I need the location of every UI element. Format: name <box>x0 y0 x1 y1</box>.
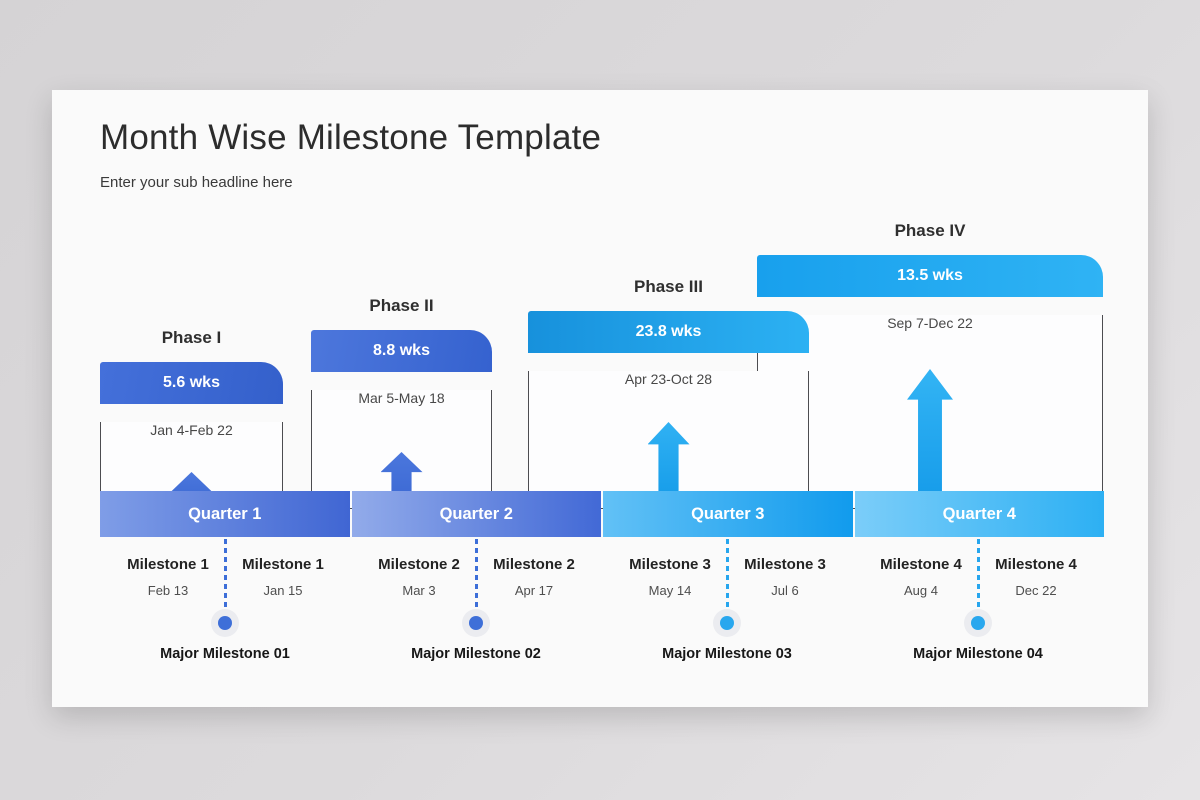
milestone-date: Jan 15 <box>263 583 303 598</box>
milestone-name: Milestone 4 <box>995 556 1077 573</box>
phase-title: Phase I <box>161 328 222 347</box>
milestone-connector-line <box>725 539 729 609</box>
quarter-label: Quarter 1 <box>188 504 262 523</box>
quarter-segment-3: Quarter 3 <box>603 491 853 537</box>
milestone-name: Milestone 3 <box>744 556 826 573</box>
phase-body: Sep 7-Dec 22 <box>757 315 1103 509</box>
phase-body: Apr 23-Oct 28 <box>528 371 809 509</box>
phase-duration-label: 5.6 wks <box>163 374 220 391</box>
milestone-name: Milestone 2 <box>493 556 575 573</box>
phase-duration-bar: 8.8 wks <box>311 330 492 372</box>
milestone-right: Milestone 1 Jan 15 <box>226 556 340 598</box>
milestone-date: Jul 6 <box>771 583 799 598</box>
milestone-right: Milestone 4 Dec 22 <box>979 556 1093 598</box>
phase-duration-bar: 23.8 wks <box>528 311 809 353</box>
quarter-segment-4: Quarter 4 <box>854 491 1104 537</box>
milestone-date: Aug 4 <box>904 583 938 598</box>
phase-card-1: Phase I 5.6 wks Jan 4-Feb 22 <box>100 328 283 509</box>
milestone-right: Milestone 2 Apr 17 <box>477 556 591 598</box>
phase-card-2: Phase II 8.8 wks Mar 5-May 18 <box>311 296 492 509</box>
quarter-label: Quarter 3 <box>691 504 765 523</box>
page-title: Month Wise Milestone Template <box>100 118 602 157</box>
milestone-date: Mar 3 <box>402 583 436 598</box>
phase-title: Phase III <box>634 277 703 296</box>
major-milestone-label: Major Milestone 04 <box>913 646 1043 662</box>
phase-duration-bar: 5.6 wks <box>100 362 283 404</box>
milestone-left: Milestone 3 May 14 <box>614 556 726 598</box>
milestone-name: Milestone 1 <box>127 556 209 573</box>
major-milestone-label: Major Milestone 03 <box>662 646 792 662</box>
milestone-connector-line <box>474 539 478 609</box>
milestone-dot <box>971 616 985 630</box>
milestone-date: Feb 13 <box>147 583 189 598</box>
milestone-dot <box>469 616 483 630</box>
quarter-segment-1: Quarter 1 <box>100 491 350 537</box>
milestone-dot <box>720 616 734 630</box>
phase-duration-label: 8.8 wks <box>373 342 430 359</box>
milestone-name: Milestone 2 <box>378 556 460 573</box>
quarter-segment-2: Quarter 2 <box>351 491 601 537</box>
milestone-name: Milestone 1 <box>242 556 324 573</box>
milestone-right: Milestone 3 Jul 6 <box>728 556 842 598</box>
phase-date-range: Mar 5-May 18 <box>358 390 445 406</box>
phase-duration-label: 23.8 wks <box>635 323 702 340</box>
phase-date-range: Jan 4-Feb 22 <box>150 422 233 438</box>
phase-body: Mar 5-May 18 <box>311 390 492 509</box>
phase-title: Phase IV <box>894 221 966 240</box>
phase-date-range: Sep 7-Dec 22 <box>887 315 973 331</box>
milestone-dot <box>218 616 232 630</box>
phase-duration-label: 13.5 wks <box>897 267 963 284</box>
milestone-date: Apr 17 <box>514 583 554 598</box>
major-milestone-label: Major Milestone 01 <box>160 646 290 662</box>
phase-title: Phase II <box>369 296 434 315</box>
quarter-label: Quarter 2 <box>439 504 513 523</box>
milestone-left: Milestone 4 Aug 4 <box>865 556 977 598</box>
major-milestone-label: Major Milestone 02 <box>411 646 541 662</box>
milestone-date: Dec 22 <box>1015 583 1057 598</box>
milestone-name: Milestone 4 <box>880 556 962 573</box>
phase-card-4: Phase IV 13.5 wks Sep 7-Dec 22 <box>757 221 1103 509</box>
quarter-label: Quarter 4 <box>942 504 1016 523</box>
milestone-connector-line <box>976 539 980 609</box>
milestone-left: Milestone 1 Feb 13 <box>112 556 224 598</box>
milestone-connector-line <box>223 539 227 609</box>
phase-date-range: Apr 23-Oct 28 <box>624 371 713 387</box>
up-arrow-icon <box>907 369 953 508</box>
phase-card-3: Phase III 23.8 wks Apr 23-Oct 28 <box>528 277 809 509</box>
milestone-left: Milestone 2 Mar 3 <box>363 556 475 598</box>
milestone-name: Milestone 3 <box>629 556 711 573</box>
quarter-bar: Quarter 1 Quarter 2 Quarter 3 Quarter 4 <box>100 491 1104 537</box>
page-subtitle: Enter your sub headline here <box>100 174 293 191</box>
milestone-date: May 14 <box>648 583 692 598</box>
slide-canvas: Month Wise Milestone Template Enter your… <box>52 90 1148 707</box>
phase-duration-bar: 13.5 wks <box>757 255 1103 297</box>
